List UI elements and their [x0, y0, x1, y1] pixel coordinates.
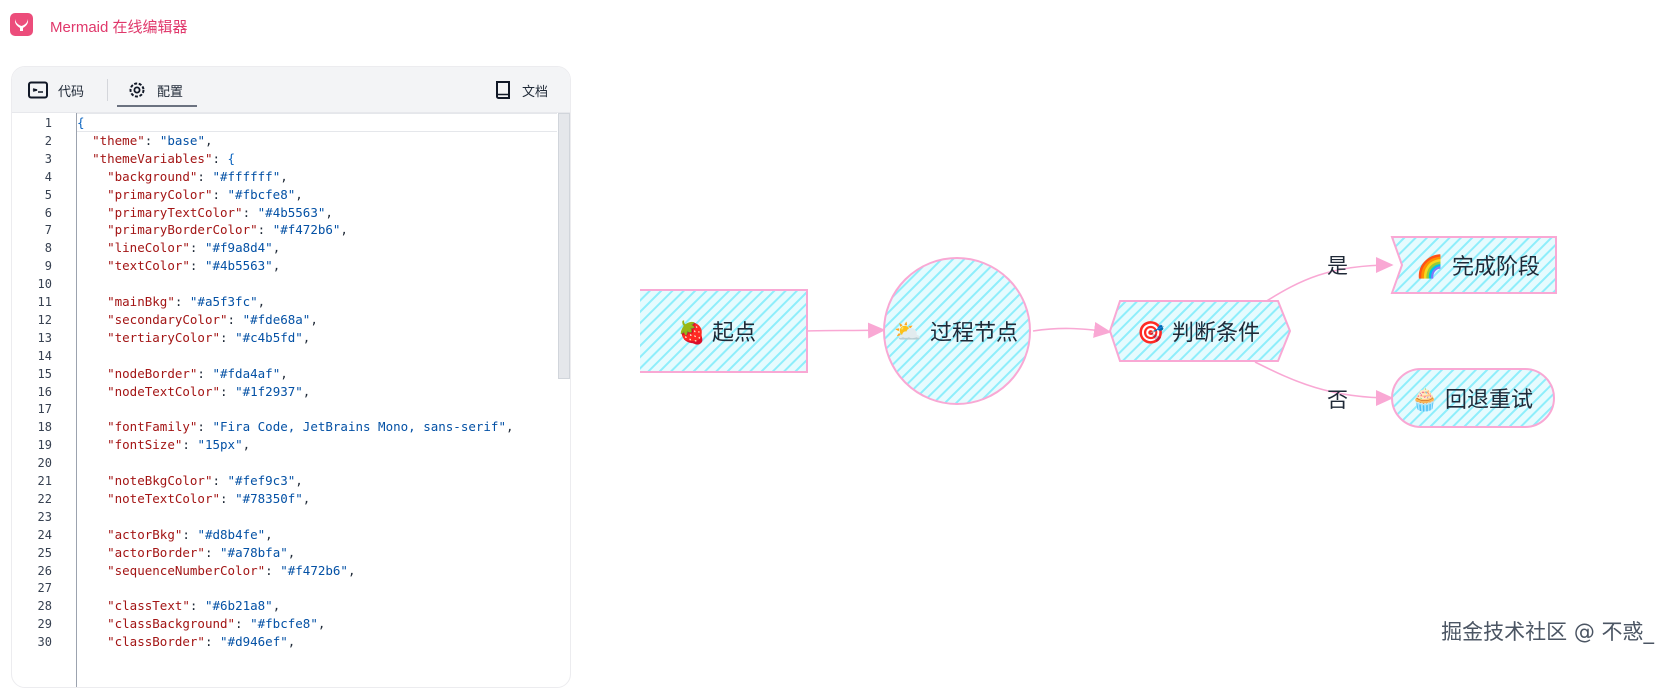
line-number: 4 [44, 169, 52, 184]
line-number: 14 [37, 348, 52, 363]
line-number: 18 [37, 420, 52, 435]
code-lines[interactable]: { "theme": "base", "themeVariables": { "… [77, 113, 557, 687]
book-icon [494, 80, 512, 100]
line-number: 2 [44, 133, 52, 148]
line-number: 17 [37, 402, 52, 417]
code-line[interactable]: { [77, 113, 557, 132]
code-line[interactable]: "lineColor": "#f9a8d4", [107, 240, 281, 256]
code-line[interactable]: "nodeBorder": "#fda4af", [107, 365, 288, 381]
tab-separator [107, 79, 108, 101]
code-line[interactable]: "secondaryColor": "#fde68a", [107, 311, 318, 327]
code-line[interactable]: "background": "#ffffff", [107, 168, 288, 184]
line-number: 11 [37, 295, 52, 309]
line-number: 6 [44, 205, 52, 220]
code-line[interactable]: "classBackground": "#fbcfe8", [107, 616, 326, 632]
mermaid-logo-icon [10, 13, 33, 36]
code-line[interactable]: "classText": "#6b21a8", [107, 598, 281, 614]
code-line[interactable]: "primaryTextColor": "#4b5563", [107, 204, 333, 220]
node-retry-emoji: 🧁 [1411, 387, 1438, 413]
line-number: 5 [44, 187, 52, 202]
code-line[interactable]: "classBorder": "#d946ef", [107, 634, 296, 650]
tab-docs[interactable]: 文档 [494, 67, 548, 113]
node-decision[interactable]: 🎯 判断条件 [1108, 300, 1292, 362]
line-number: 1 [44, 116, 52, 130]
line-number: 8 [44, 241, 52, 256]
node-start[interactable]: 🍓 起点 [629, 289, 808, 373]
code-line[interactable]: "sequenceNumberColor": "#f472b6", [107, 562, 356, 578]
line-number: 28 [37, 599, 52, 614]
line-number: 29 [37, 617, 52, 632]
line-number: 15 [37, 366, 52, 381]
line-number: 27 [37, 581, 52, 596]
code-line[interactable]: "actorBkg": "#d8b4fe", [107, 526, 273, 542]
line-number: 19 [37, 438, 52, 453]
line-number: 23 [37, 509, 52, 524]
node-start-emoji: 🍓 [678, 320, 705, 346]
line-number: 12 [37, 312, 52, 327]
line-number: 10 [37, 277, 52, 292]
line-number: 22 [37, 491, 52, 506]
node-done-emoji: 🌈 [1416, 253, 1443, 280]
node-retry-label: 回退重试 [1445, 388, 1533, 413]
app-header: Mermaid 在线编辑器 [0, 0, 1672, 50]
code-line[interactable]: "theme": "base", [92, 132, 213, 148]
line-number: 7 [44, 223, 52, 238]
line-number: 9 [44, 259, 52, 274]
code-line[interactable]: "primaryBorderColor": "#f472b6", [107, 222, 348, 238]
code-line[interactable]: "noteTextColor": "#78350f", [107, 490, 311, 506]
line-number: 3 [44, 151, 52, 166]
edge-label-no: 否 [1327, 388, 1348, 412]
code-line[interactable]: "fontSize": "15px", [107, 437, 251, 453]
node-process[interactable]: ⛅ 过程节点 [883, 257, 1031, 405]
tab-config-label: 配置 [157, 83, 184, 99]
node-retry[interactable]: 🧁 回退重试 [1391, 368, 1555, 428]
line-number: 25 [37, 545, 52, 560]
code-line[interactable]: "primaryColor": "#fbcfe8", [107, 186, 303, 202]
code-line[interactable]: "themeVariables": { [92, 150, 236, 166]
code-terminal-icon [28, 81, 48, 99]
tab-config[interactable]: 配置 [117, 67, 197, 113]
app-title: Mermaid 在线编辑器 [50, 19, 188, 36]
node-done-label: 完成阶段 [1452, 255, 1540, 280]
edge-decision-retry [1254, 361, 1394, 406]
edge-decision-done [1264, 257, 1394, 303]
edge-start-process [806, 322, 886, 339]
node-start-label: 起点 [712, 321, 756, 346]
edge-process-decision [1032, 321, 1112, 338]
line-number: 21 [37, 474, 52, 488]
node-process-emoji: ⛅ [894, 320, 921, 345]
mermaid-diagram: 是 否 🍓 起点 ⛅ 过程节点 🎯 判断条件 🌈 完成阶段 [629, 220, 1672, 460]
editor-scrollbar[interactable] [558, 113, 570, 379]
node-decision-label: 判断条件 [1172, 321, 1260, 346]
node-decision-emoji: 🎯 [1137, 320, 1164, 346]
code-line[interactable]: "tertiaryColor": "#c4b5fd", [107, 329, 311, 345]
gutter-divider [76, 113, 77, 687]
code-line[interactable]: "noteBkgColor": "#fef9c3", [107, 473, 303, 488]
gear-icon [127, 80, 147, 100]
edge-label-yes: 是 [1327, 254, 1348, 278]
watermark: 掘金技术社区 @ 不惑_ [1441, 620, 1654, 644]
line-number: 30 [37, 635, 52, 650]
line-number: 26 [37, 563, 52, 578]
tab-code[interactable]: 代码 [28, 67, 84, 113]
line-number: 20 [37, 456, 52, 471]
line-number: 24 [37, 527, 52, 542]
tab-code-label: 代码 [58, 83, 85, 99]
code-line[interactable]: "textColor": "#4b5563", [107, 258, 281, 274]
code-line[interactable]: "nodeTextColor": "#1f2937", [107, 383, 311, 399]
code-line[interactable]: "actorBorder": "#a78bfa", [107, 544, 296, 560]
node-process-label: 过程节点 [930, 321, 1018, 346]
editor-tabbar: 代码 配置 文档 [12, 67, 570, 113]
node-done[interactable]: 🌈 完成阶段 [1390, 236, 1557, 294]
code-line[interactable]: "fontFamily": "Fira Code, JetBrains Mono… [107, 419, 514, 435]
line-number: 16 [37, 384, 52, 399]
line-number: 13 [37, 330, 52, 345]
code-line[interactable]: "mainBkg": "#a5f3fc", [107, 294, 266, 309]
tab-docs-label: 文档 [521, 83, 548, 99]
